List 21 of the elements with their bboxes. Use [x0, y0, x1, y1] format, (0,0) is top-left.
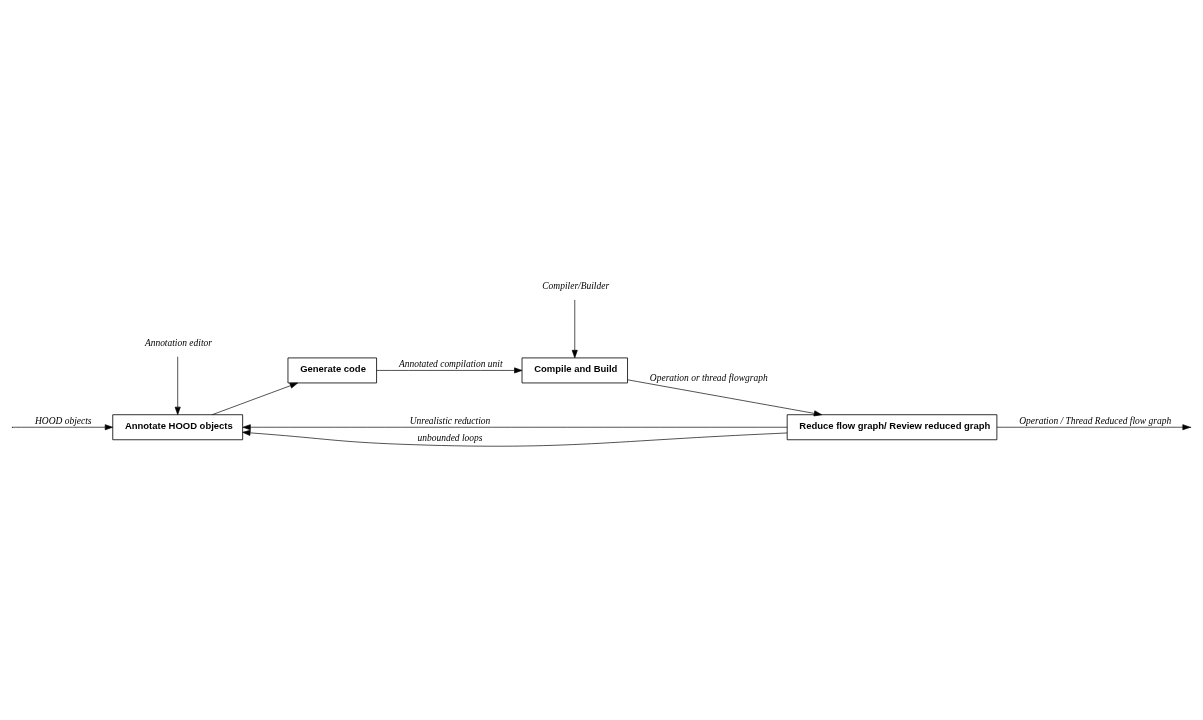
node-text: Compiler/Builder [542, 280, 610, 291]
node-box: Compile and Build [521, 357, 628, 383]
node-box: Reduce flow graph/ Review reduced graph [786, 413, 998, 440]
arrow [211, 382, 298, 415]
arrow [242, 429, 788, 447]
edge-label: Annotated compilation unit [398, 358, 503, 369]
arrow [627, 378, 822, 416]
arrow [174, 355, 181, 415]
node-text: Annotation editor [144, 337, 212, 348]
edge-label: Operation or thread flowgraph [649, 372, 768, 383]
edge-label: Operation / Thread Reduced flow graph [1019, 415, 1172, 426]
edge-label: unbounded loops [417, 432, 483, 443]
node-box: Annotate HOOD objects [112, 413, 244, 440]
arrow [996, 423, 1191, 430]
arrow [376, 367, 523, 373]
edge-label: Unrealistic reduction [409, 415, 491, 426]
arrow [12, 423, 113, 430]
edge-label: HOOD objects [34, 415, 92, 426]
arrow [571, 299, 578, 358]
arrow [242, 423, 788, 430]
node-box: Generate code [287, 357, 377, 383]
